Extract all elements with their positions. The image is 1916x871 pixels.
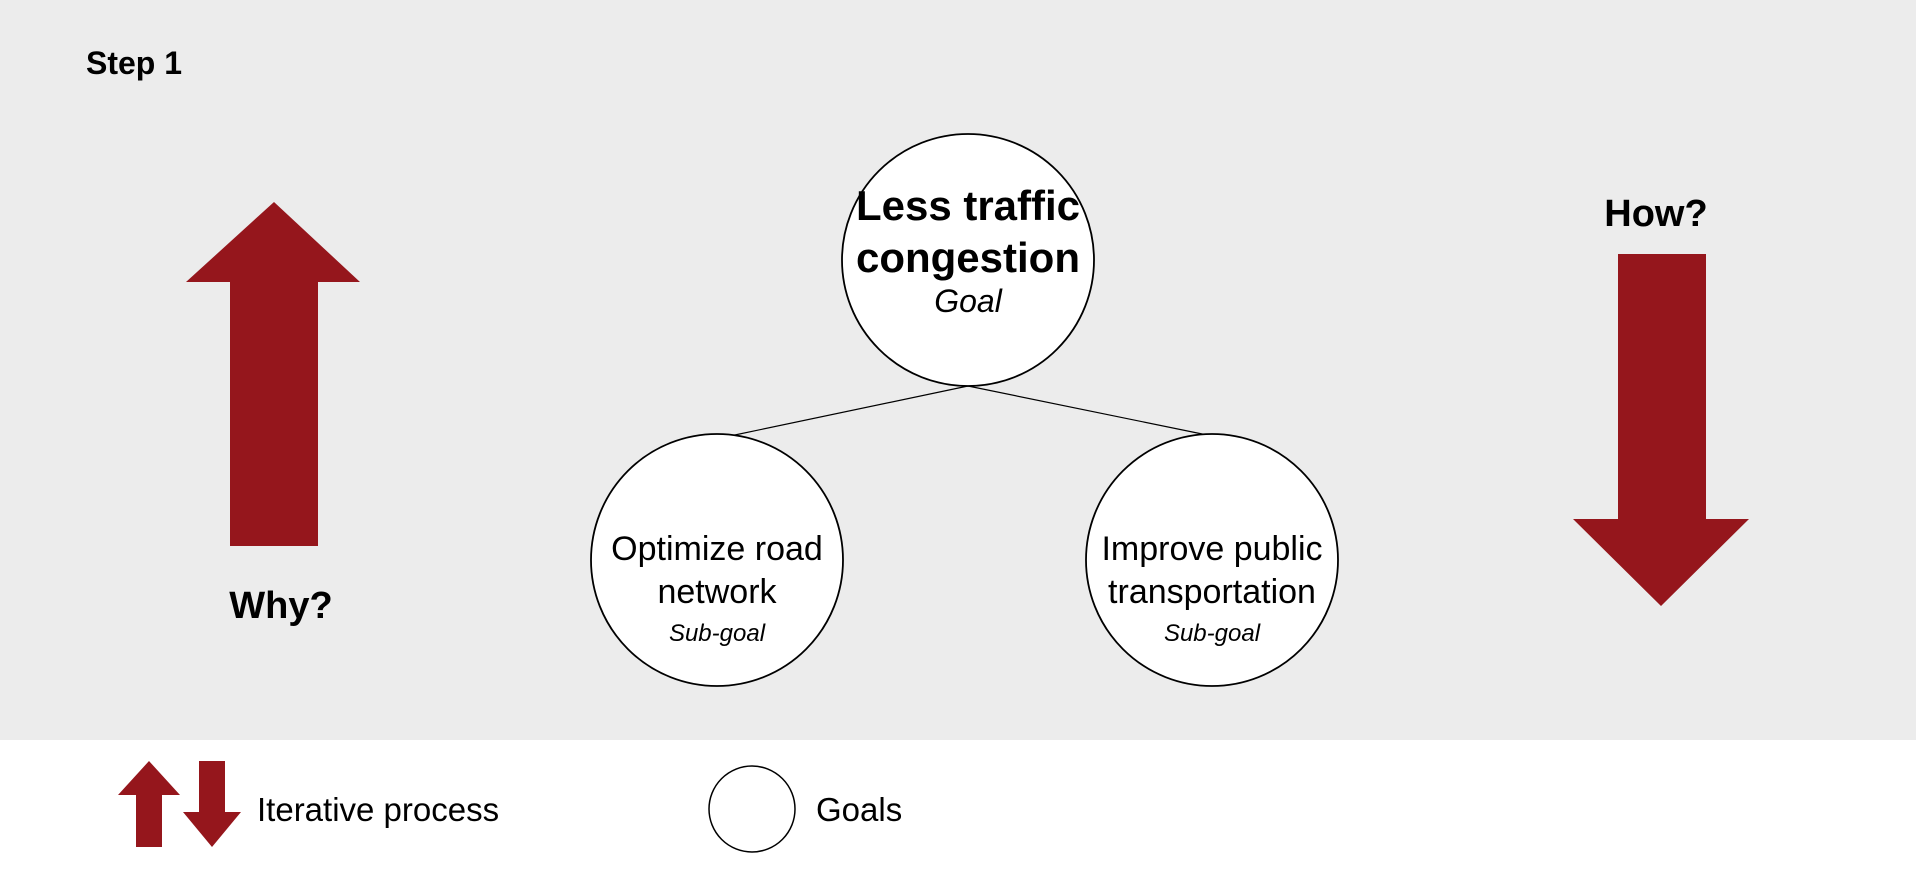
legend-circle-icon <box>708 765 796 853</box>
goal-circle <box>841 133 1095 387</box>
subgoal-circle <box>1085 433 1339 687</box>
why-label: Why? <box>229 585 332 627</box>
connector-line <box>967 385 1213 437</box>
goal-title-line1: Less traffic <box>856 182 1080 229</box>
subgoal-node: Improve public transportation Sub-goal <box>1085 433 1339 687</box>
subgoal-type: Sub-goal <box>669 620 766 647</box>
step-label: Step 1 <box>86 45 182 81</box>
subgoal-circle <box>590 433 844 687</box>
legend-arrows-label: Iterative process <box>257 791 499 828</box>
goal-node: Less traffic congestion Goal <box>841 133 1095 387</box>
why-up-arrow-icon <box>186 202 360 546</box>
subgoal-line2: transportation <box>1108 573 1316 611</box>
how-down-arrow-icon <box>1573 254 1749 606</box>
legend-up-arrow-icon <box>118 761 180 847</box>
connector-line <box>729 385 969 437</box>
goal-title-line2: congestion <box>856 234 1080 281</box>
subgoal-line1: Optimize road <box>611 530 823 568</box>
subgoal-line2: network <box>657 573 777 611</box>
legend-background <box>0 740 1916 871</box>
legend-down-arrow-icon <box>183 761 241 847</box>
subgoal-type: Sub-goal <box>1164 620 1261 647</box>
subgoal-node: Optimize road network Sub-goal <box>590 433 844 687</box>
how-label: How? <box>1604 193 1707 235</box>
goal-type: Goal <box>934 283 1002 319</box>
subgoal-line1: Improve public <box>1101 530 1322 568</box>
legend: Iterative process Goals <box>118 761 902 853</box>
legend-circle-label: Goals <box>816 791 902 828</box>
